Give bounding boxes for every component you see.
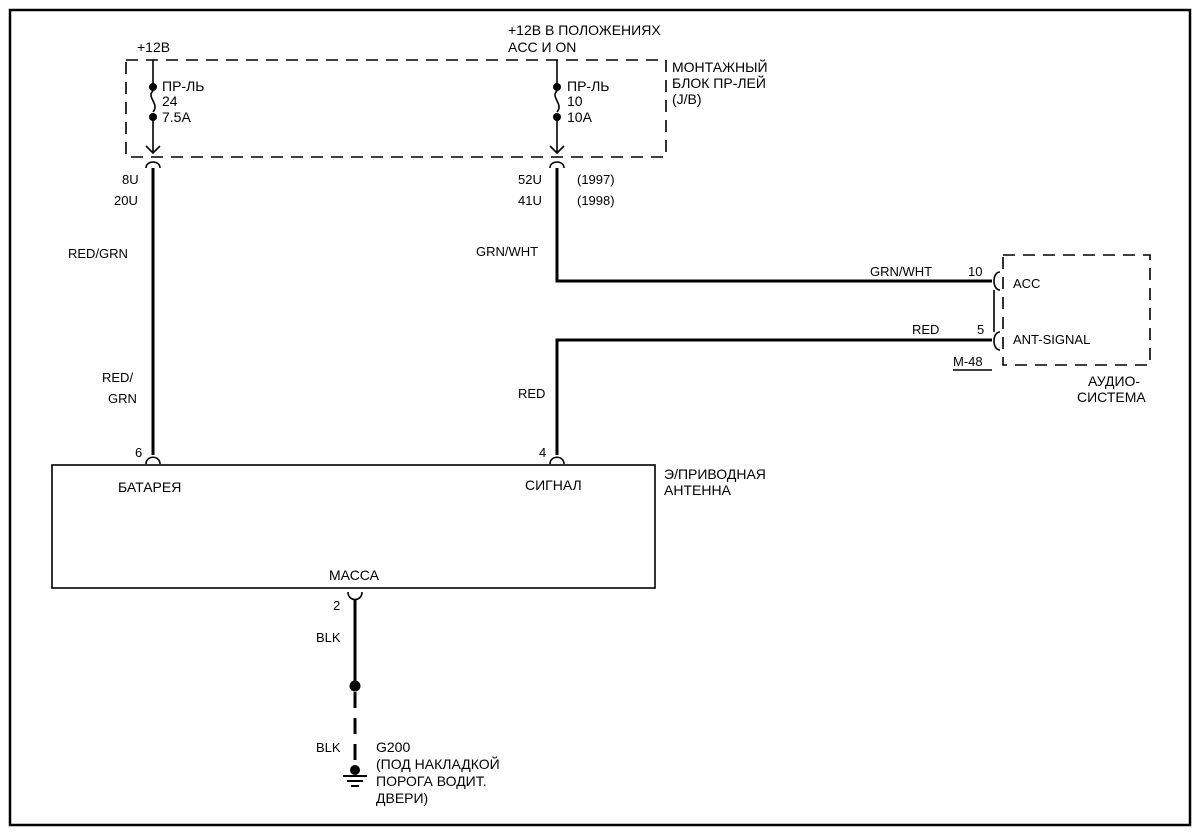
wire-label-blk-lower: BLK xyxy=(316,740,341,755)
wire-red xyxy=(555,338,992,455)
fuse-right-number: 10 xyxy=(567,93,583,109)
audio-pin-acc: 10 xyxy=(968,264,982,279)
ground-location-2: ПОРОГА ВОДИТ. xyxy=(376,773,487,789)
fuse-right xyxy=(549,60,565,169)
antenna-pin-battery: 6 xyxy=(135,445,142,460)
connector-41u: 41U xyxy=(518,193,542,208)
fuse-left xyxy=(145,60,161,169)
ground-id: G200 xyxy=(376,739,410,755)
fuse-left-number: 24 xyxy=(162,93,178,109)
junction-block-label-1: МОНТАЖНЫЙ xyxy=(672,58,768,75)
wire-grn-wht xyxy=(555,168,992,283)
junction-block-label-2: БЛОК ПР-ЛЕЙ xyxy=(672,74,766,91)
junction-block-label-3: (J/B) xyxy=(672,91,702,107)
ground-location-3: ДВЕРИ) xyxy=(376,790,428,806)
fuse-right-rating: 10A xyxy=(567,109,593,125)
ground-location-1: (ПОД НАКЛАДКОЙ xyxy=(376,755,500,772)
ground-splice xyxy=(349,680,361,692)
antenna-ground-label: МАССА xyxy=(329,567,380,583)
audio-acc-label: ACC xyxy=(1013,276,1040,291)
connector-8u: 8U xyxy=(122,172,139,187)
connector-20u: 20U xyxy=(114,193,138,208)
connector-1997: (1997) xyxy=(577,172,615,187)
wire-label-red-mid: RED xyxy=(518,386,545,401)
fuse-right-name: ПР-ЛЬ xyxy=(567,78,609,94)
audio-title-1: АУДИО- xyxy=(1088,373,1140,389)
supply-left-label: +12В xyxy=(137,39,170,55)
antenna-module xyxy=(51,464,656,589)
audio-pin-ant: 5 xyxy=(977,322,984,337)
wire-label-red-audio: RED xyxy=(912,322,939,337)
supply-right-label-2: ACC И ON xyxy=(508,39,576,55)
supply-right-label-1: +12В В ПОЛОЖЕНИЯХ xyxy=(508,22,661,38)
wire-label-red-1: RED/ xyxy=(102,370,133,385)
antenna-pin-signal: 4 xyxy=(539,445,546,460)
wire-label-grn-wht: GRN/WHT xyxy=(476,244,538,259)
wire-label-grn-2: GRN xyxy=(108,391,137,406)
wire-label-blk-upper: BLK xyxy=(316,630,341,645)
connector-52u: 52U xyxy=(518,172,542,187)
antenna-pin-ground: 2 xyxy=(333,598,340,613)
junction-block-outline xyxy=(125,59,667,158)
fuse-left-rating: 7.5A xyxy=(162,109,191,125)
audio-system-outline xyxy=(1002,254,1151,366)
antenna-title-2: АНТЕННА xyxy=(664,482,732,498)
audio-pin-ant-symbol xyxy=(993,331,1001,351)
antenna-title-1: Э/ПРИВОДНАЯ xyxy=(664,466,766,482)
audio-pin-acc-symbol xyxy=(993,271,1001,291)
fuse-left-name: ПР-ЛЬ xyxy=(162,78,204,94)
antenna-signal-label: СИГНАЛ xyxy=(525,477,582,493)
wire-label-red-grn: RED/GRN xyxy=(68,246,128,261)
ground-symbol xyxy=(343,765,367,787)
diagram-frame xyxy=(8,8,1192,827)
audio-connector-id: M-48 xyxy=(953,354,983,369)
audio-title-2: СИСТЕМА xyxy=(1077,389,1146,405)
wire-label-grn-wht-audio: GRN/WHT xyxy=(870,264,932,279)
antenna-battery-label: БАТАРЕЯ xyxy=(118,479,181,495)
connector-1998: (1998) xyxy=(577,193,615,208)
audio-ant-label: ANT-SIGNAL xyxy=(1013,332,1090,347)
